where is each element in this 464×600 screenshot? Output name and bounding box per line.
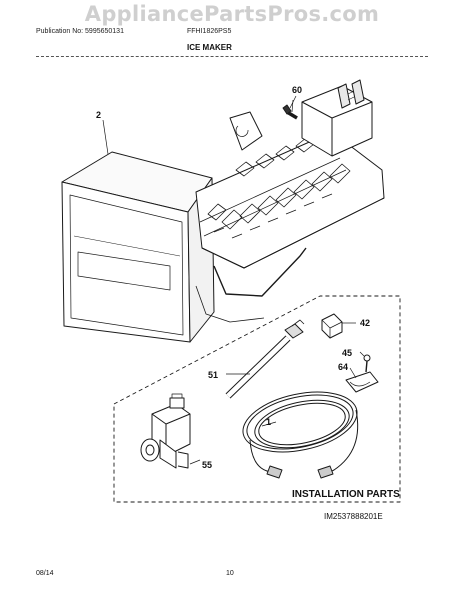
- installation-parts-label: INSTALLATION PARTS: [292, 489, 400, 500]
- callout-1: 1: [266, 417, 271, 427]
- watermark: AppliancePartsPros.com: [84, 2, 380, 26]
- header-divider: [36, 56, 428, 57]
- tube-clip: [345, 371, 379, 393]
- ice-mold-tray: [195, 131, 385, 269]
- water-tubing: [242, 391, 359, 479]
- fill-tube: [225, 319, 305, 399]
- installation-parts-box: [113, 295, 401, 503]
- section-title: ICE MAKER: [187, 43, 232, 52]
- screw: [282, 99, 298, 120]
- callout-55: 55: [202, 460, 212, 470]
- model-number: FFHI1826PS5: [187, 28, 232, 35]
- callout-51: 51: [208, 370, 218, 380]
- callout-42: 42: [360, 318, 370, 328]
- footer-date: 08/14: [36, 570, 54, 577]
- small-screw: [363, 354, 371, 373]
- leader-lines: [102, 95, 365, 465]
- tube-clamp: [321, 313, 343, 339]
- ejector-fingers: [207, 137, 351, 239]
- figure-id: IM2537888201E: [324, 512, 383, 521]
- ice-maker-housing: [61, 151, 215, 343]
- callout-45: 45: [342, 348, 352, 358]
- mounting-bracket: [229, 111, 263, 151]
- page-number: 10: [226, 570, 234, 577]
- publication-number: Publication No: 5995650131: [36, 28, 124, 35]
- water-valve: [140, 393, 191, 469]
- callout-2: 2: [96, 110, 101, 120]
- callout-60: 60: [292, 85, 302, 95]
- thermostat-block: [301, 79, 373, 157]
- callout-64: 64: [338, 362, 348, 372]
- shutoff-arm: [213, 247, 307, 297]
